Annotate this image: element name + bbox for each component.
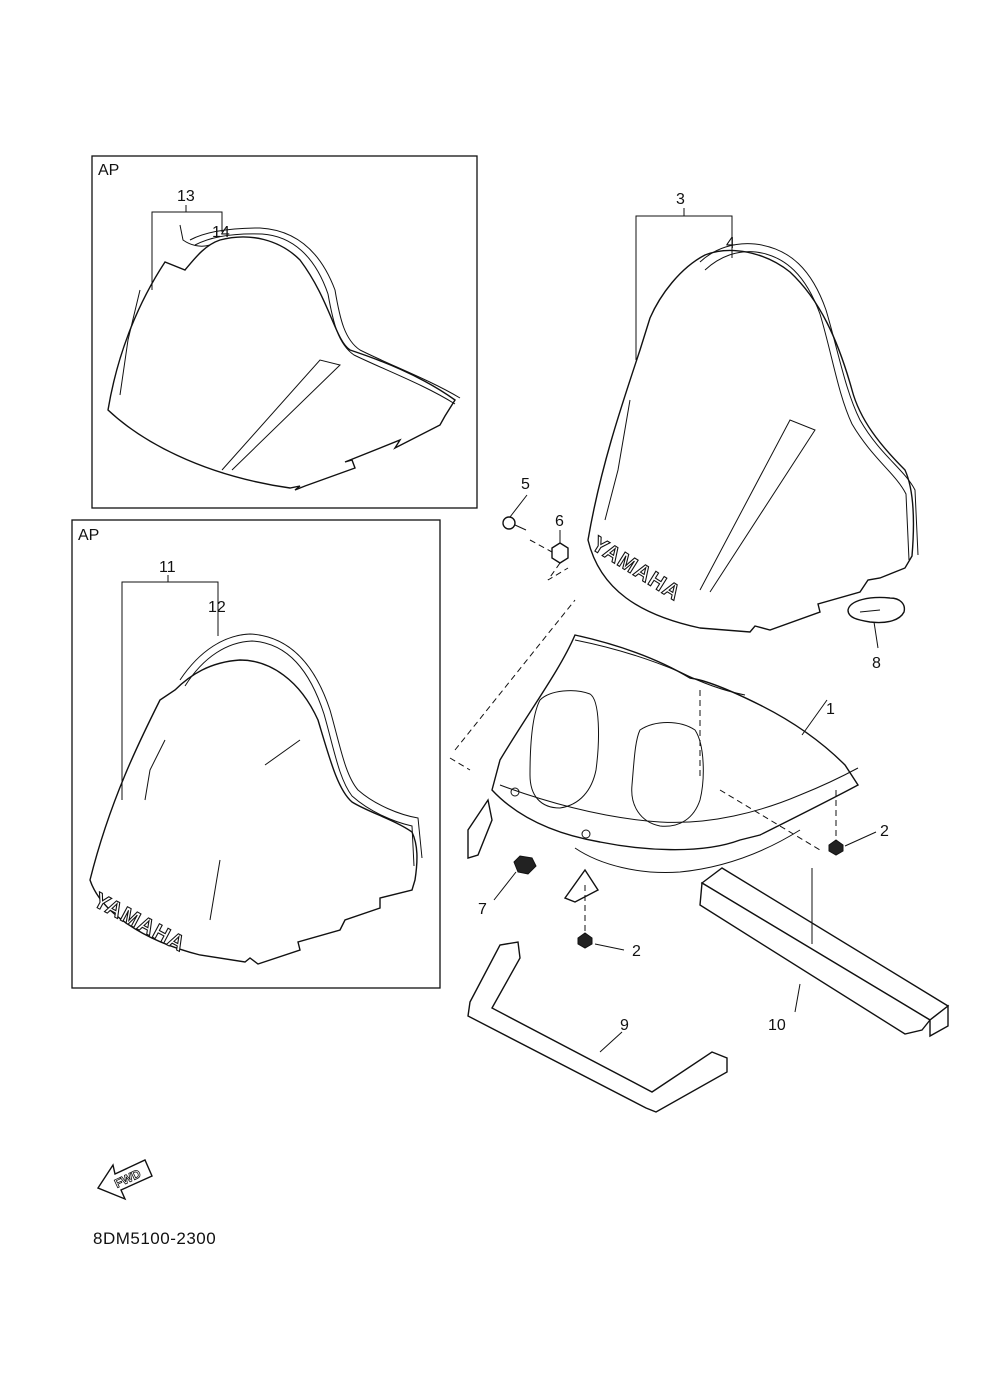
inset-box-top: AP 13 14 — [91, 155, 478, 509]
callout-11: 11 — [159, 559, 176, 576]
callout-10: 10 — [768, 1017, 786, 1034]
callout-3-4-leaders — [635, 208, 733, 360]
windshield-part-3 — [587, 243, 919, 633]
callout-11-12-leaders — [121, 575, 219, 800]
callout-4: 4 — [726, 235, 735, 252]
callout-1: 1 — [826, 701, 835, 718]
foam-block-part-10 — [699, 867, 950, 1038]
panel-part-1 — [449, 599, 860, 903]
nut-part-6 — [529, 530, 569, 581]
callout-12: 12 — [208, 599, 226, 616]
callout-2-right: 2 — [880, 823, 889, 840]
inset-tag-bottom: AP — [78, 527, 99, 544]
screw-part-2-right — [828, 790, 877, 856]
callout-2-bottom: 2 — [632, 943, 641, 960]
screw-part-2-bottom — [577, 885, 625, 951]
callout-9: 9 — [620, 1017, 629, 1034]
forward-direction-arrow: FWD — [96, 1159, 153, 1201]
callout-3: 3 — [676, 191, 685, 208]
inset-box-bottom: AP YAMAHA 11 12 — [71, 519, 441, 989]
callout-6: 6 — [555, 513, 564, 530]
grommet-part-7 — [493, 855, 537, 901]
windshield-part-11 — [89, 633, 423, 965]
callout-13-14-leaders — [151, 205, 223, 290]
inset-tag-top: AP — [98, 162, 119, 179]
seal-part-9 — [467, 941, 728, 1113]
callout-13: 13 — [177, 188, 195, 205]
clip-part-8 — [847, 596, 906, 649]
callout-5: 5 — [521, 476, 530, 493]
callout-14: 14 — [212, 224, 230, 241]
callout-7: 7 — [478, 901, 487, 918]
catalog-code: 8DM5100-2300 — [93, 1229, 216, 1248]
windshield-part-13 — [107, 224, 461, 491]
bolt-part-5 — [502, 494, 528, 531]
callout-8: 8 — [872, 655, 881, 672]
